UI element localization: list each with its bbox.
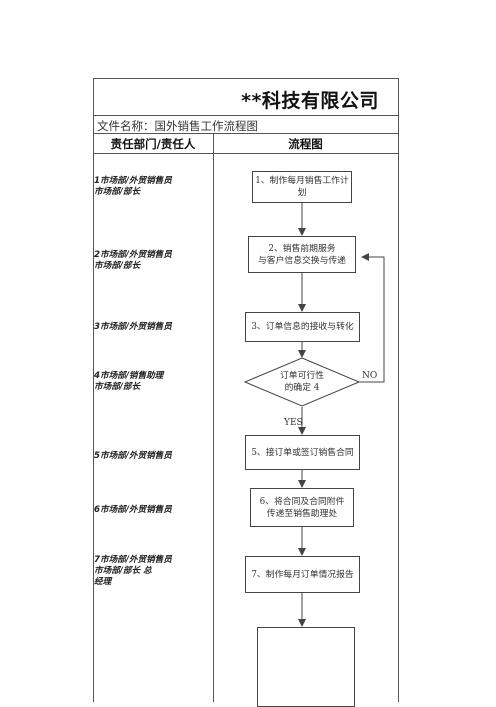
step-line: 划	[297, 188, 307, 198]
step-line: 2、销售前期服务	[268, 243, 336, 254]
header-divider	[93, 153, 399, 154]
next-step-box	[257, 627, 355, 707]
step-line: 1、制作每月销售工作计	[255, 176, 349, 186]
document-name: 文件名称：国外销售工作流程图	[97, 119, 258, 133]
step-7-box: 7、制作每月订单情况报告	[245, 556, 360, 593]
dept-line: 市场部/部长	[94, 261, 141, 271]
no-label: NO	[362, 371, 378, 381]
step-4-label: 订单可行性的确定 4	[262, 368, 342, 396]
company-title: **科技有限公司	[241, 90, 379, 112]
step-line: 5、接订单或签订销售合同	[251, 447, 354, 458]
step-line: 传递至销售助理处	[266, 508, 338, 519]
step-line: 与客户信息交换与传递	[258, 255, 346, 266]
step-2-box: 2、销售前期服务与客户信息交换与传递	[248, 236, 356, 273]
dept-line: 1市场部/外贸销售员	[94, 176, 172, 186]
step-line: 的确定 4	[284, 383, 320, 393]
dept-row-5: 5市场部/外贸销售员	[94, 451, 209, 462]
docname-divider	[93, 133, 399, 134]
dept-row-7: 7市场部/外贸销售员 市场部/部长 总 经理	[94, 555, 209, 588]
step-line: 订单可行性	[280, 371, 324, 381]
table-left-border	[93, 78, 94, 702]
dept-row-4: 4市场部/销售助理 市场部/部长	[94, 371, 209, 393]
no-loop-arrow	[359, 253, 385, 383]
step-6-box: 6、将合同及合同附件传递至销售助理处	[250, 488, 354, 527]
dept-line: 4市场部/销售助理	[94, 371, 164, 381]
step-line: 3、订单信息的接收与转化	[251, 322, 354, 332]
dept-line: 2市场部/外贸销售员	[94, 250, 172, 260]
dept-line: 市场部/部长	[94, 382, 141, 392]
dept-row-3: 3市场部/外贸销售员	[94, 322, 209, 333]
dept-row-6: 6市场部/外贸销售员	[94, 505, 209, 516]
dept-line: 经理	[94, 577, 112, 587]
column-header-dept: 责任部门/责任人	[110, 137, 196, 151]
step-5-box: 5、接订单或签订销售合同	[245, 435, 360, 470]
table-right-border	[398, 78, 399, 702]
column-divider	[213, 134, 214, 702]
decision-diamond	[243, 357, 361, 407]
step-line: 7、制作每月订单情况报告	[251, 569, 354, 580]
dept-row-2: 2市场部/外贸销售员 市场部/部长	[94, 250, 209, 272]
table-top-border	[93, 78, 399, 79]
dept-line: 5市场部/外贸销售员	[94, 451, 172, 461]
dept-row-1: 1市场部/外贸销售员 市场部/部长	[94, 176, 209, 198]
dept-line: 3市场部/外贸销售员	[94, 322, 172, 332]
dept-line: 7市场部/外贸销售员	[94, 555, 172, 565]
dept-line: 6市场部/外贸销售员	[94, 505, 172, 515]
dept-line: 市场部/部长	[94, 187, 141, 197]
step-3-box: 3、订单信息的接收与转化	[245, 312, 360, 342]
step-line: 6、将合同及合同附件	[259, 496, 345, 507]
step-1-box: 1、制作每月销售工作计划	[252, 171, 352, 203]
yes-label: YES	[284, 418, 303, 428]
title-divider	[93, 115, 399, 116]
dept-line: 市场部/部长 总	[94, 566, 152, 576]
column-header-flow: 流程图	[288, 137, 323, 151]
